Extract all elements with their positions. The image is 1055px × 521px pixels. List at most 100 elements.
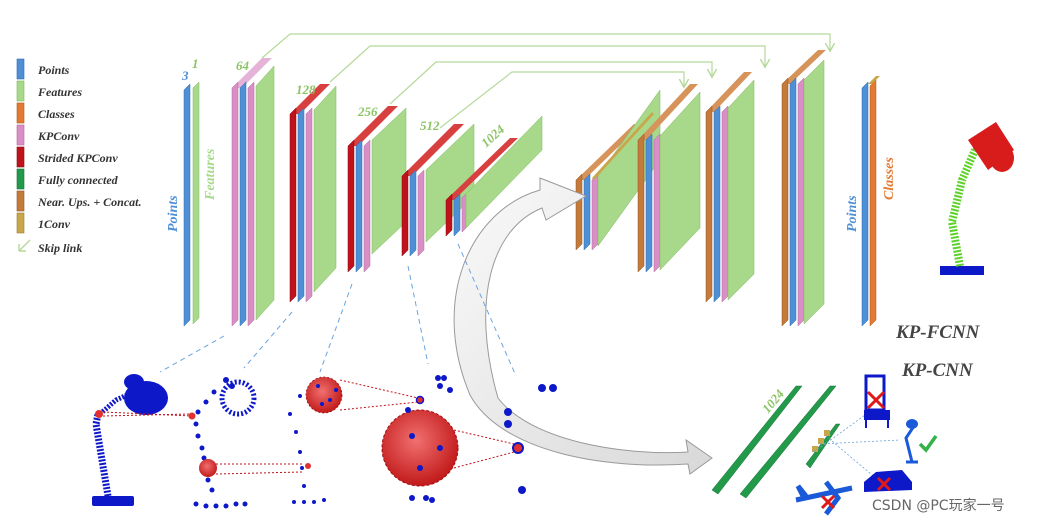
decoder-block-4 — [781, 50, 826, 327]
skip-link — [439, 71, 684, 129]
kernel-point — [188, 412, 196, 420]
points-slab — [409, 169, 417, 257]
skip-links — [261, 33, 830, 129]
legend-item-features: Features — [16, 80, 82, 102]
decoder-block-3 — [705, 72, 755, 303]
dim-label-features: 1 — [192, 56, 199, 71]
features-slab — [727, 79, 755, 301]
cloud-point — [195, 433, 201, 439]
cloud-point — [423, 495, 429, 501]
point-cloud-level-3 — [288, 376, 419, 504]
class-objects — [795, 374, 938, 516]
cloud-point — [199, 445, 205, 451]
legend-swatch — [16, 58, 25, 80]
encoder-block-256: 256 — [347, 104, 407, 273]
upsample-slab — [705, 105, 713, 303]
cloud-point — [518, 486, 526, 494]
legend-label: Strided KPConv — [38, 151, 118, 165]
kpconv-slab — [591, 173, 599, 251]
connector-line — [319, 283, 353, 373]
cloud-point — [504, 408, 512, 416]
points-slab — [453, 193, 461, 237]
slab-top — [290, 84, 330, 114]
cloud-point — [193, 501, 199, 507]
legend-label: Skip link — [38, 241, 82, 255]
points-slab — [645, 133, 653, 273]
legend: Points Features Classes KPConv Strided K… — [16, 58, 142, 255]
cloud-point — [320, 402, 324, 406]
skip-link — [389, 61, 712, 105]
cloud-point — [312, 500, 316, 504]
cloud-connectors — [159, 243, 517, 377]
legend-label: 1Conv — [38, 217, 71, 231]
points-slab — [355, 139, 363, 273]
kernel-link — [339, 401, 419, 411]
cloud-point — [302, 500, 306, 504]
slab-top — [706, 72, 752, 112]
class-link — [819, 439, 901, 445]
legend-swatch — [16, 168, 25, 190]
output-block: Points Classes — [845, 76, 897, 327]
output-classes-slab — [869, 79, 877, 327]
class-score — [824, 430, 830, 436]
kernel-link — [453, 429, 515, 445]
kpconv-slab — [305, 107, 313, 303]
legend-label: Fully connected — [37, 173, 119, 187]
cloud-point — [195, 409, 201, 415]
input-features-label: Features — [203, 148, 218, 201]
connector-line — [457, 243, 517, 377]
shared-encoder-arrow — [453, 177, 713, 475]
class-link — [825, 435, 879, 481]
cloud-point — [302, 484, 306, 488]
cloud-point — [223, 503, 229, 509]
kernel-sphere — [305, 376, 343, 414]
dim-label: 128 — [296, 82, 316, 97]
kernel-point — [512, 442, 524, 454]
cloud-point — [229, 383, 235, 389]
dim-label: 256 — [357, 104, 378, 119]
legend-item-strided-kpconv: Strided KPConv — [16, 146, 118, 168]
upsample-slab — [575, 173, 583, 251]
conv1-edge — [592, 112, 654, 180]
kernel-link — [453, 451, 515, 469]
lamp-icon — [904, 419, 938, 464]
fc-slab-small — [805, 423, 841, 469]
points-slab — [583, 173, 591, 251]
lamp-shade-rim — [990, 144, 1014, 172]
dim-label: 512 — [420, 118, 440, 133]
cross-icon — [820, 494, 836, 510]
output-classes-label: Classes — [882, 157, 897, 200]
kpconv-slab — [417, 169, 425, 257]
input-points-slab — [183, 83, 191, 327]
legend-item-points: Points — [16, 58, 70, 80]
cloud-point — [429, 497, 435, 503]
kp-fcnn-label: KP-FCNN — [895, 322, 981, 343]
strided-kpconv-slab — [289, 107, 297, 303]
skip-link-arrow-icon — [18, 239, 31, 252]
cloud-lamp-upper-arm — [98, 389, 136, 416]
kernel-point — [415, 395, 425, 405]
cloud-shade — [219, 379, 257, 417]
input-block: 3 1 Points Features — [166, 56, 218, 327]
legend-swatch — [16, 124, 25, 146]
cnn-dim-label: 1024 — [759, 386, 788, 416]
encoder-block-1024: 1024 — [445, 115, 543, 237]
features-slab — [659, 91, 701, 271]
cloud-point — [316, 384, 320, 388]
legend-label: Points — [38, 63, 70, 77]
cloud-point — [504, 420, 512, 428]
legend-label: Classes — [38, 107, 75, 121]
cloud-point — [211, 389, 217, 395]
cross-icon — [876, 476, 892, 492]
cloud-point — [288, 412, 292, 416]
dim-label: 64 — [236, 58, 250, 73]
legend-swatch — [16, 102, 25, 124]
features-slab — [371, 107, 407, 255]
kpconv-slab — [363, 139, 371, 273]
encoder-block-512: 512 — [401, 118, 475, 257]
cloud-point — [300, 466, 304, 470]
legend-item-skip-link: Skip link — [18, 239, 82, 255]
encoder-block-128: 128 — [289, 82, 337, 303]
cloud-lamp-base — [92, 496, 134, 506]
